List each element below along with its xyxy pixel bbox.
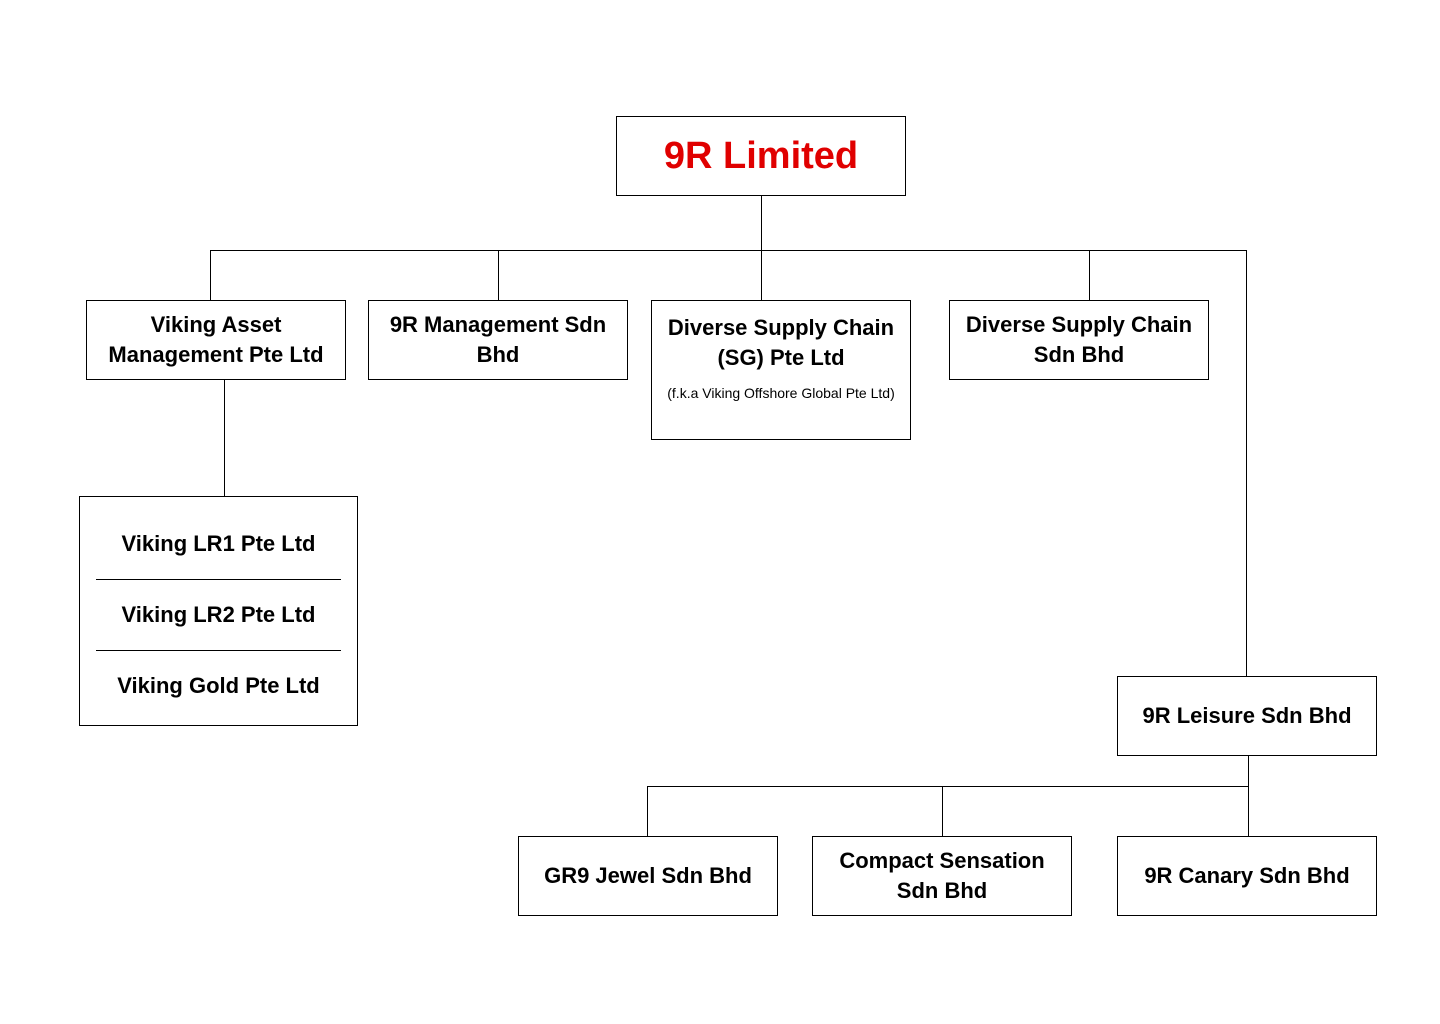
org-node-viking-subsidiaries: Viking LR1 Pte Ltd Viking LR2 Pte Ltd Vi…	[79, 496, 358, 726]
org-node-label: Diverse Supply Chain (SG) Pte Ltd	[667, 315, 895, 370]
org-node-label: Viking Asset Management Pte Ltd	[108, 312, 324, 367]
org-node-diverse-supply-chain-sg: Diverse Supply Chain (SG) Pte Ltd (f.k.a…	[651, 300, 911, 440]
org-node-9r-management: 9R Management Sdn Bhd	[368, 300, 628, 380]
org-node-label: 9R Canary Sdn Bhd	[1144, 863, 1350, 888]
connector-line	[210, 250, 1247, 251]
org-node-label: Compact Sensation Sdn Bhd	[839, 848, 1045, 903]
connector-line	[498, 250, 499, 300]
org-node-label: 9R Management Sdn Bhd	[389, 312, 607, 367]
org-node-label: 9R Leisure Sdn Bhd	[1142, 703, 1352, 728]
divider	[96, 579, 341, 580]
connector-line	[761, 250, 762, 300]
org-node-label: Diverse Supply Chain Sdn Bhd	[965, 312, 1193, 367]
org-node-note: (f.k.a Viking Offshore Global Pte Ltd)	[667, 385, 895, 401]
org-node-9r-leisure: 9R Leisure Sdn Bhd	[1117, 676, 1377, 756]
org-node-compact-sensation: Compact Sensation Sdn Bhd	[812, 836, 1072, 916]
org-node-label: Viking Gold Pte Ltd	[117, 673, 320, 698]
connector-line	[647, 786, 1249, 787]
divider	[96, 650, 341, 651]
org-node-root: 9R Limited	[616, 116, 906, 196]
connector-line	[1246, 250, 1247, 676]
connector-line	[210, 250, 211, 300]
connector-line	[1089, 250, 1090, 300]
connector-line	[224, 379, 225, 496]
org-node-diverse-supply-chain-sdn-bhd: Diverse Supply Chain Sdn Bhd	[949, 300, 1209, 380]
org-node-label: Viking LR2 Pte Ltd	[121, 602, 316, 627]
connector-line	[1248, 755, 1249, 836]
org-node-9r-canary: 9R Canary Sdn Bhd	[1117, 836, 1377, 916]
org-node-label: GR9 Jewel Sdn Bhd	[544, 863, 752, 888]
connector-line	[647, 786, 648, 836]
org-node-label: Viking LR1 Pte Ltd	[121, 531, 316, 556]
org-node-label: 9R Limited	[663, 135, 859, 177]
connector-line	[942, 786, 943, 836]
org-node-viking-asset-management: Viking Asset Management Pte Ltd	[86, 300, 346, 380]
connector-line	[761, 195, 762, 251]
org-node-gr9-jewel: GR9 Jewel Sdn Bhd	[518, 836, 778, 916]
